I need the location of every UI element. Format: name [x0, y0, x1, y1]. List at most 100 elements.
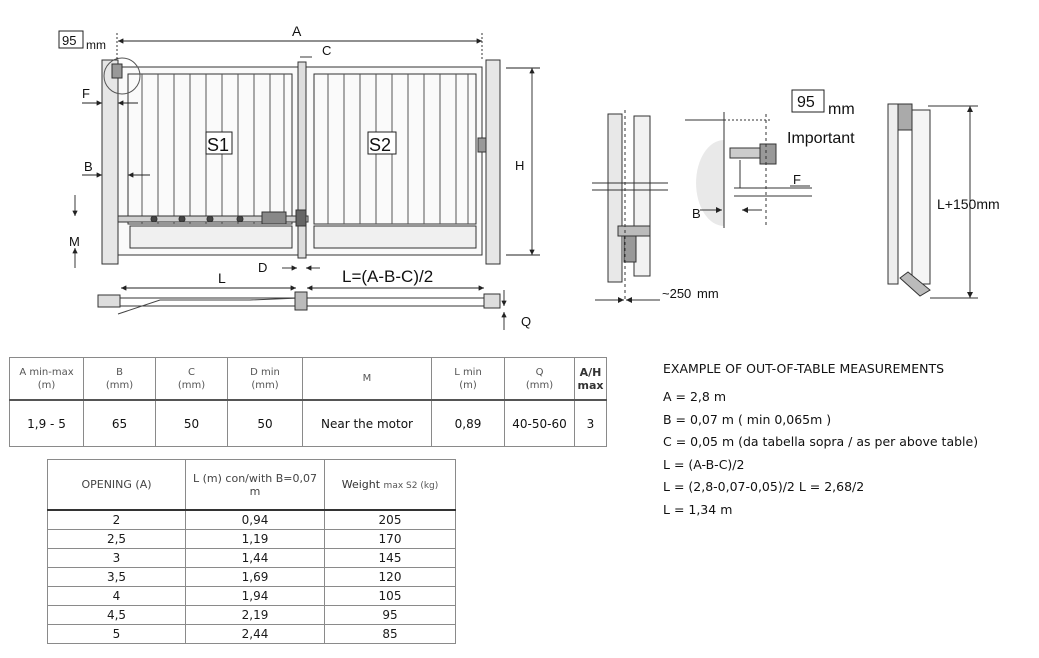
- example-line: L = 1,34 m: [663, 501, 733, 517]
- opening-cell: 1,69: [185, 567, 325, 587]
- right-post: [485, 59, 501, 265]
- spec-header-b-line1: B: [116, 366, 123, 378]
- spec-cell: 1,9 - 5: [9, 399, 84, 447]
- arm-side-drawing: [887, 103, 978, 299]
- spec-cell: 65: [83, 399, 156, 447]
- opening-header-opening: OPENING (A): [47, 459, 186, 511]
- spec-header-row: A min-max(m) B(mm) C(mm) D min(mm) M L m…: [9, 357, 607, 401]
- spec-header-m: M: [302, 357, 432, 401]
- hinge-detail-drawing: [685, 112, 812, 228]
- label-f-detail: F: [793, 172, 801, 187]
- label-mm-detail: mm: [828, 101, 855, 118]
- label-l-plus-150: L+150mm: [937, 196, 1000, 212]
- weight-label: Weight: [341, 478, 381, 491]
- label-95-main: 95: [62, 33, 76, 48]
- leaf-s2: [305, 66, 487, 256]
- left-post: [101, 59, 119, 265]
- opening-cell: 2,44: [185, 624, 325, 644]
- label-f: F: [82, 86, 90, 101]
- spec-header-m-line1: M: [362, 373, 372, 384]
- technical-drawings: 95 mm A C F B S1 S2 H M D L L=(A-B-C)/2 …: [58, 23, 1000, 330]
- spec-header-d-line1: D min: [250, 366, 280, 378]
- spec-header-a: A min-max(m): [9, 357, 84, 401]
- spec-data-row: 1,9 - 5 65 50 50 Near the motor 0,89 40-…: [9, 399, 607, 447]
- opening-cell: 5: [47, 624, 186, 644]
- spec-header-d-line2: (mm): [251, 379, 279, 391]
- opening-cell: 2,19: [185, 605, 325, 625]
- spec-cell: 3: [574, 399, 607, 447]
- label-mm-250: mm: [697, 286, 719, 301]
- opening-table: OPENING (A) L (m) con/with B=0,07 m Weig…: [47, 459, 456, 644]
- weight-suffix: max S2 (kg): [383, 481, 439, 491]
- spec-header-b-line2: (mm): [105, 379, 134, 391]
- opening-header-weight: Weight max S2 (kg): [324, 459, 456, 511]
- spec-cell: 50: [227, 399, 303, 447]
- example-line: C = 0,05 m (da tabella sopra / as per ab…: [663, 434, 979, 450]
- spec-header-l-line1: L min: [454, 366, 482, 378]
- spec-header-q-line2: (mm): [525, 379, 554, 391]
- opening-cell: 1,19: [185, 529, 325, 549]
- spec-header-a-line1: A min-max: [19, 366, 74, 378]
- spec-cell: 50: [155, 399, 228, 447]
- label-s1: S1: [207, 135, 229, 155]
- opening-cell: 145: [324, 548, 456, 568]
- example-section: EXAMPLE OF OUT-OF-TABLE MEASUREMENTS A =…: [663, 361, 1033, 522]
- opening-cell: 105: [324, 586, 456, 606]
- label-h: H: [515, 158, 524, 173]
- example-title: EXAMPLE OF OUT-OF-TABLE MEASUREMENTS: [663, 361, 945, 376]
- opening-cell: 0,94: [185, 509, 325, 530]
- spec-cell: 0,89: [431, 399, 505, 447]
- opening-cell: 3: [47, 548, 186, 568]
- opening-cell: 85: [324, 624, 456, 644]
- spec-header-l-line2: (m): [459, 379, 477, 391]
- label-q: Q: [521, 314, 531, 329]
- label-approx-250: ~250: [662, 286, 691, 301]
- label-important: Important: [787, 130, 855, 147]
- spec-header-c-line2: (mm): [177, 379, 206, 391]
- spec-header-c: C(mm): [155, 357, 228, 401]
- label-b: B: [84, 159, 93, 174]
- side-view-drawing: [592, 110, 668, 303]
- opening-header-row: OPENING (A) L (m) con/with B=0,07 m Weig…: [47, 459, 456, 511]
- opening-cell: 120: [324, 567, 456, 587]
- opening-cell: 4: [47, 586, 186, 606]
- opening-cell: 95: [324, 605, 456, 625]
- opening-cell: 4,5: [47, 605, 186, 625]
- opening-cell: 2,5: [47, 529, 186, 549]
- opening-cell: 1,94: [185, 586, 325, 606]
- label-l: L: [218, 270, 226, 286]
- label-d: D: [258, 260, 267, 275]
- spec-header-c-line1: C: [188, 366, 195, 378]
- motor-arm: [117, 209, 309, 227]
- label-s2: S2: [369, 135, 391, 155]
- example-line: L = (2,8-0,07-0,05)/2 L = 2,68/2: [663, 479, 865, 495]
- spec-header-ah-line1: A/H: [579, 365, 602, 379]
- label-b-detail: B: [692, 206, 701, 221]
- spec-header-a-line2: (m): [37, 379, 56, 391]
- label-mm-main: mm: [86, 38, 106, 52]
- opening-cell: 205: [324, 509, 456, 530]
- leaf-s1: [117, 66, 299, 256]
- spec-cell: Near the motor: [302, 399, 432, 447]
- spec-header-ah-line2: max: [577, 378, 604, 392]
- opening-header-l: L (m) con/with B=0,07 m: [185, 459, 325, 511]
- spec-header-l: L min(m): [431, 357, 505, 401]
- opening-cell: 1,44: [185, 548, 325, 568]
- spec-header-d: D min(mm): [227, 357, 303, 401]
- label-95-detail: 95: [797, 94, 815, 111]
- example-line: B = 0,07 m ( min 0,065m ): [663, 411, 832, 427]
- label-a: A: [292, 23, 302, 39]
- label-m: M: [69, 234, 80, 249]
- spec-header-b: B(mm): [83, 357, 156, 401]
- label-l-formula: L=(A-B-C)/2: [342, 267, 433, 286]
- opening-cell: 3,5: [47, 567, 186, 587]
- opening-cell: 2: [47, 509, 186, 530]
